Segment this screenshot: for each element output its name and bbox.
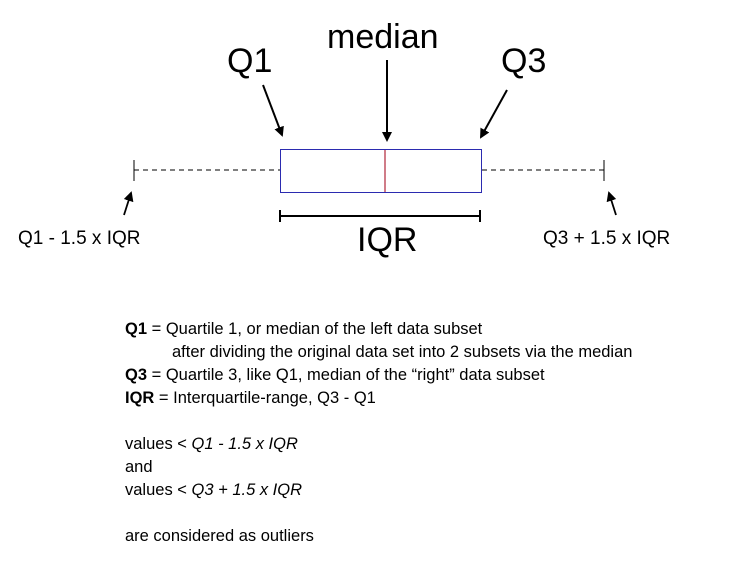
iqr-label: IQR xyxy=(357,221,418,259)
rule-upper-expression: Q3 + 1.5 x IQR xyxy=(191,481,303,499)
rule-upper-prefix: values < xyxy=(125,481,192,499)
legend-q1-definition: = Quartile 1, or median of the left data… xyxy=(147,320,483,338)
lower-fence-label: Q1 - 1.5 x IQR xyxy=(18,228,141,249)
legend-q1-continuation: after dividing the original data set int… xyxy=(172,343,633,361)
legend-q3-definition: = Quartile 3, like Q1, median of the “ri… xyxy=(147,366,545,384)
rule-lower-expression: Q1 - 1.5 x IQR xyxy=(191,435,298,453)
legend-q3-term: Q3 xyxy=(125,366,148,384)
lower-fence-arrow xyxy=(123,191,134,216)
upper-fence-arrow xyxy=(606,191,617,216)
legend-q1-row: Q1 = Quartile 1, or median of the left d… xyxy=(125,318,632,341)
upper-fence-label: Q3 + 1.5 x IQR xyxy=(543,228,671,249)
q3-label: Q3 xyxy=(501,42,547,80)
legend: Q1 = Quartile 1, or median of the left d… xyxy=(125,318,632,548)
outlier-conclusion: are considered as outliers xyxy=(125,527,314,545)
legend-iqr-term: IQR xyxy=(125,389,155,407)
q1-arrow xyxy=(262,84,284,137)
rule-upper-row: values < Q3 + 1.5 x IQR xyxy=(125,479,632,502)
legend-q3-row: Q3 = Quartile 3, like Q1, median of the … xyxy=(125,364,632,387)
boxplot-diagram xyxy=(123,60,617,222)
rule-lower-row: values < Q1 - 1.5 x IQR xyxy=(125,433,632,456)
rule-and: and xyxy=(125,458,153,476)
legend-iqr-definition: = Interquartile-range, Q3 - Q1 xyxy=(154,389,376,407)
rule-lower-prefix: values < xyxy=(125,435,192,453)
legend-q1-term: Q1 xyxy=(125,320,148,338)
median-label: median xyxy=(327,18,439,56)
iqr-box xyxy=(280,149,482,193)
q3-arrow xyxy=(480,89,508,139)
q1-label: Q1 xyxy=(227,42,273,80)
legend-iqr-row: IQR = Interquartile-range, Q3 - Q1 xyxy=(125,387,632,410)
